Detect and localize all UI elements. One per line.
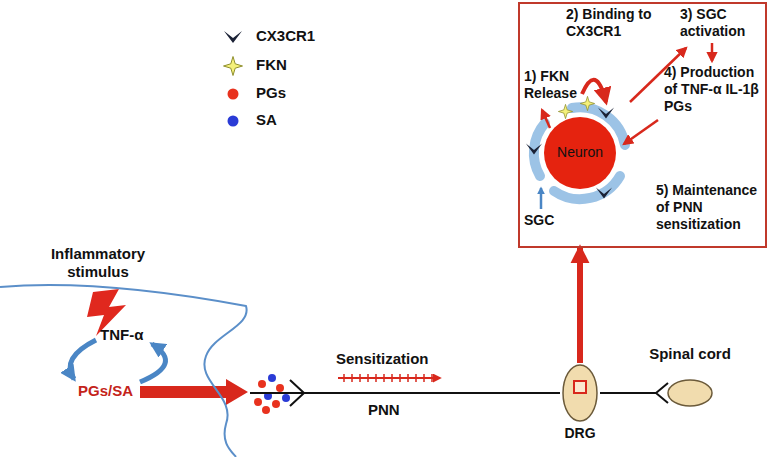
sensitization-arrow	[338, 374, 440, 382]
step-arrow	[582, 80, 606, 102]
drg-ganglion: DRG	[560, 363, 600, 445]
cycle-arrow	[70, 340, 96, 379]
fkn-star	[580, 96, 594, 110]
step-arrow	[542, 110, 550, 128]
node-text: Spinal cord	[641, 345, 739, 363]
legend-row: FKN	[222, 55, 362, 77]
receptor-chevron	[526, 144, 542, 155]
stimulus-label: Inflammatory stimulus	[36, 245, 160, 281]
cycle-arrow	[140, 344, 165, 382]
sgc-pointer	[540, 188, 543, 209]
nerve-fiber	[250, 392, 560, 394]
legend-text: SA	[256, 111, 277, 129]
legend-row: CX3CR1	[222, 26, 362, 48]
node-text: 4) Production of TNF-α IL-1β PGs	[664, 64, 762, 114]
spinal-cord: Spinal cord	[645, 345, 735, 409]
step-arrow	[624, 120, 658, 144]
sgc-crescents	[534, 107, 625, 199]
fkn-star	[558, 104, 572, 118]
nerve-fiber	[600, 392, 645, 394]
receptor-chevron	[596, 188, 612, 199]
nerve-label: PNN	[368, 401, 418, 419]
legend-text: FKN	[256, 56, 287, 74]
step-arrow	[711, 43, 714, 61]
inset-panel: 1) FKN Release 2) Binding to CX3CR13) SGC…	[518, 2, 767, 248]
neuron-circle: Neuron	[544, 117, 616, 189]
inset-arrow	[577, 248, 583, 363]
node-text: PGs/SA	[78, 382, 148, 400]
legend-text: CX3CR1	[256, 27, 315, 45]
legend-row: PGs	[222, 83, 362, 105]
node-text: 2) Binding to CX3CR1	[566, 6, 680, 40]
process-label: Sensitization	[336, 350, 446, 368]
legend-swatch	[222, 26, 244, 48]
node-text: Neuron	[544, 144, 616, 161]
node-text: TNF-α	[100, 326, 160, 344]
legend-swatch	[222, 110, 244, 132]
cell-label: SGC	[524, 212, 564, 229]
legend-text: PGs	[256, 84, 286, 102]
legend-swatch	[222, 83, 244, 105]
receptor-chevron	[598, 108, 614, 119]
tissue-region-outline	[0, 284, 250, 457]
node-text: 1) FKN Release	[524, 68, 590, 102]
nerve-ending	[645, 383, 668, 403]
node-text: DRG	[550, 425, 610, 442]
legend-swatch	[222, 55, 244, 77]
tissue-region: TNF-αPGs/SA	[0, 284, 250, 457]
release-arrow	[140, 379, 248, 405]
inset-panel-outline	[518, 2, 767, 248]
legend-row: SA	[222, 110, 362, 132]
node-text: 3) SGC activation	[680, 6, 764, 40]
node-text: 5) Maintenance of PNN sensitization	[656, 182, 764, 232]
